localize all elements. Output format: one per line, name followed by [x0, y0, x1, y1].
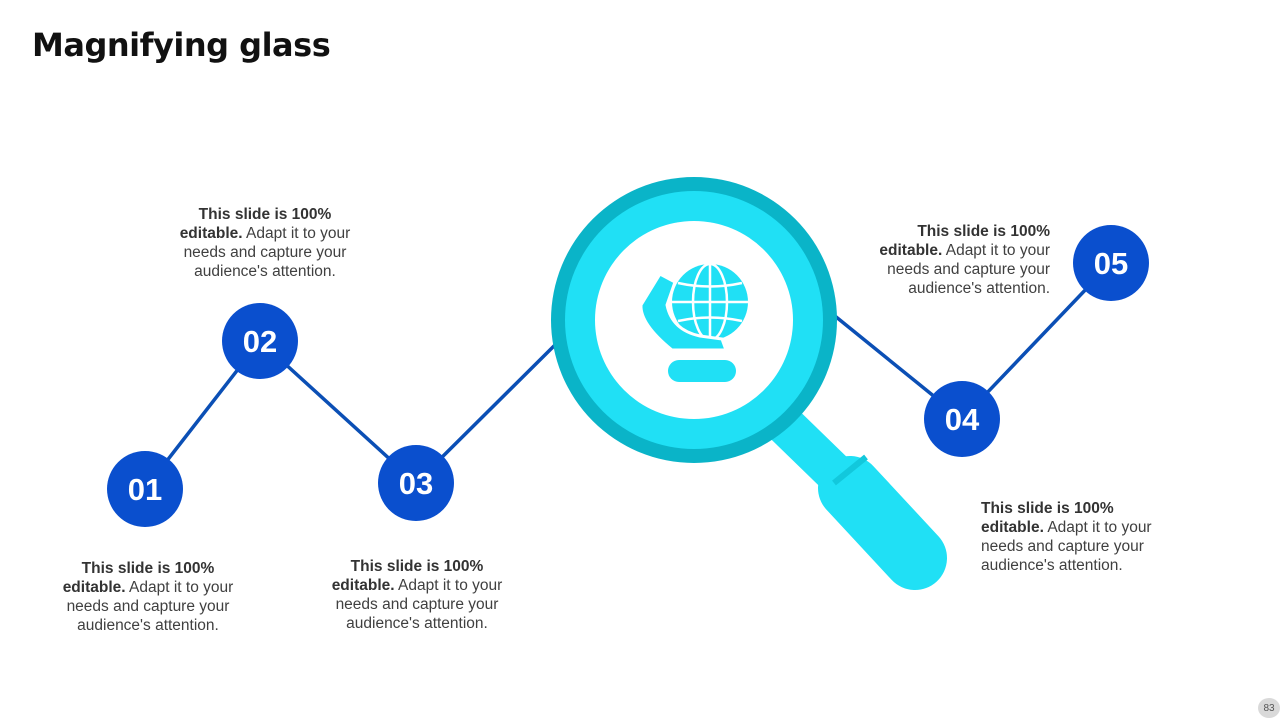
node-02: 02 [222, 303, 298, 379]
glass-handle [818, 456, 947, 590]
node-02-label: 02 [243, 324, 277, 359]
node-01-description-text: Adapt it to your needs and capture your … [66, 579, 234, 634]
node-04: 04 [924, 381, 1000, 457]
node-02-description: This slide is 100% editable. Adapt it to… [170, 205, 360, 281]
page-number-badge: 83 [1258, 698, 1280, 718]
hand-cuff [668, 360, 736, 382]
node-01-description: This slide is 100% editable. Adapt it to… [53, 559, 243, 635]
node-04-description-bold: This slide is 100% editable. [981, 500, 1114, 536]
hand-shape [639, 272, 728, 352]
node-03-description-text: Adapt it to your needs and capture your … [335, 577, 503, 632]
node-03-label: 03 [399, 466, 433, 501]
slide-title: Magnifying glass [32, 26, 331, 64]
node-05: 05 [1073, 225, 1149, 301]
node-05-label: 05 [1094, 246, 1128, 281]
node-01-description-bold: This slide is 100% editable. [62, 560, 215, 596]
node-04-label: 04 [945, 402, 980, 437]
node-04-description-text: Adapt it to your needs and capture your … [981, 519, 1152, 574]
node-04-description: This slide is 100% editable. Adapt it to… [981, 499, 1171, 575]
node-01: 01 [107, 451, 183, 527]
node-01-label: 01 [128, 472, 162, 507]
glass-collar [832, 454, 868, 486]
node-02-description-text: Adapt it to your needs and capture your … [183, 225, 351, 280]
node-05-description-bold: This slide is 100% editable. [879, 223, 1050, 259]
node-05-description-text: Adapt it to your needs and capture your … [887, 242, 1050, 297]
node-03-description: This slide is 100% editable. Adapt it to… [322, 557, 512, 633]
node-02-description-bold: This slide is 100% editable. [179, 206, 332, 242]
node-05-description: This slide is 100% editable. Adapt it to… [860, 222, 1050, 298]
globe-in-hand-icon [639, 262, 748, 382]
node-03: 03 [378, 445, 454, 521]
node-03-description-bold: This slide is 100% editable. [331, 558, 484, 594]
